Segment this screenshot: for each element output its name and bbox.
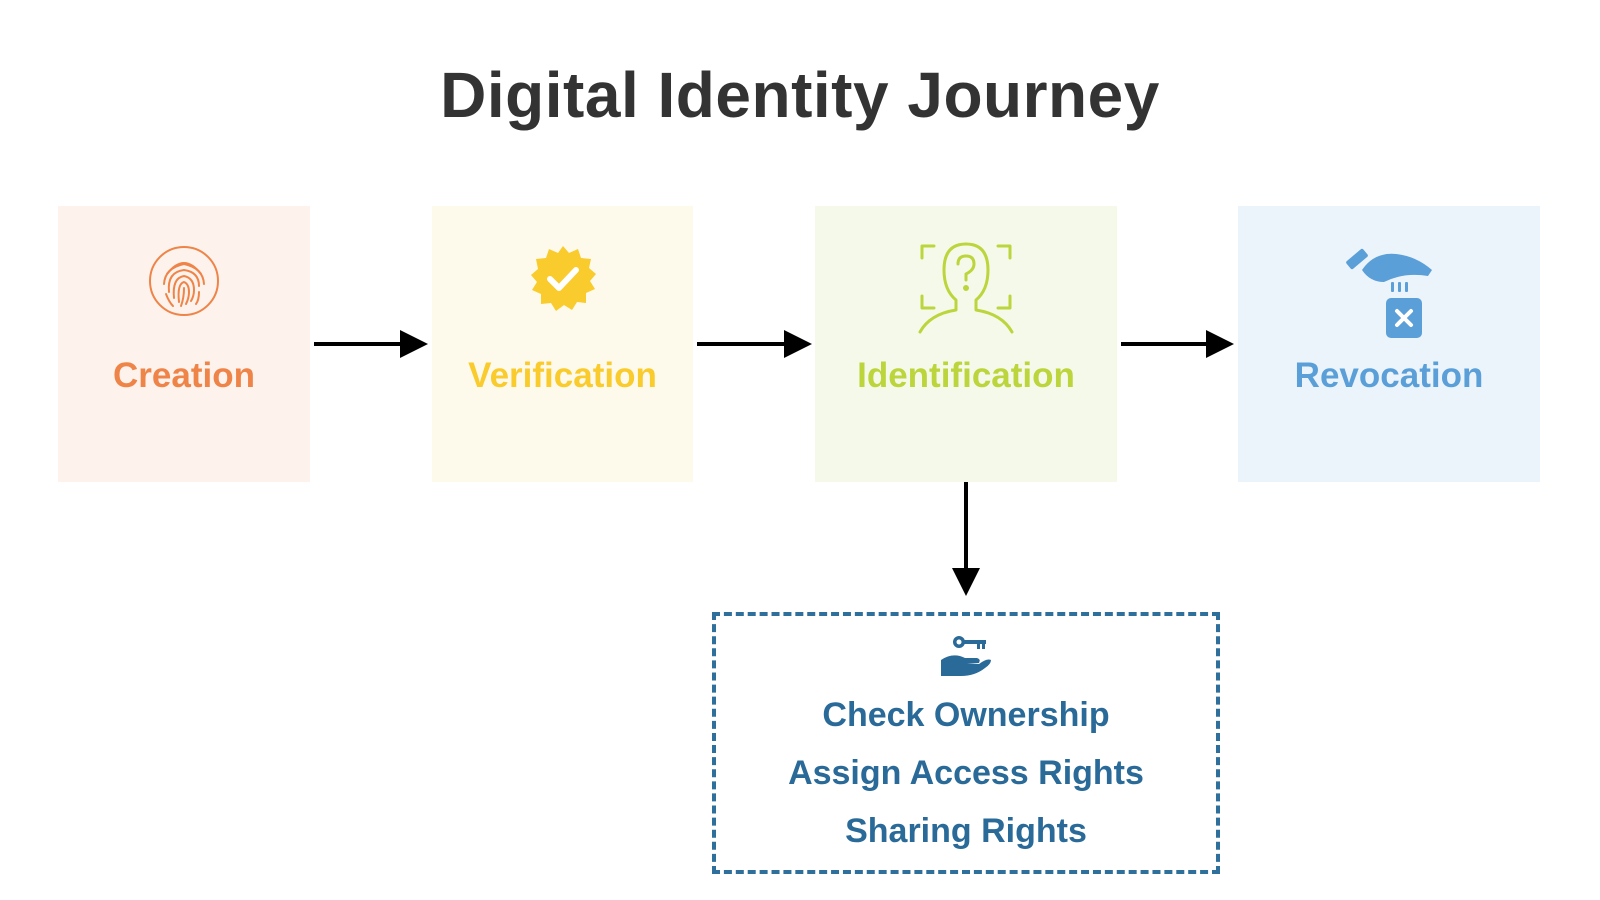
arrow-identification-to-revocation (1121, 330, 1234, 358)
step-creation: Creation (58, 206, 310, 482)
detail-item-assign-access-rights: Assign Access Rights (788, 754, 1144, 792)
hand-key-icon (939, 634, 993, 683)
identification-details-box: Check Ownership Assign Access Rights Sha… (712, 612, 1220, 874)
step-label: Creation (113, 356, 255, 395)
detail-item-sharing-rights: Sharing Rights (845, 812, 1087, 850)
fingerprint-icon (147, 244, 221, 323)
step-label: Identification (857, 356, 1075, 395)
step-verification: Verification (432, 206, 693, 482)
verified-badge-icon (528, 244, 598, 319)
step-label: Revocation (1294, 356, 1484, 395)
hand-revoke-card-icon (1344, 246, 1434, 347)
arrow-creation-to-verification (314, 330, 428, 358)
detail-item-check-ownership: Check Ownership (822, 696, 1110, 734)
step-identification: Identification (815, 206, 1117, 482)
arrow-identification-to-details (952, 482, 980, 596)
face-scan-icon (916, 240, 1016, 341)
step-revocation: Revocation (1238, 206, 1540, 482)
diagram-title: Digital Identity Journey (440, 59, 1160, 131)
arrow-verification-to-identification (697, 330, 812, 358)
step-label: Verification (468, 356, 657, 395)
